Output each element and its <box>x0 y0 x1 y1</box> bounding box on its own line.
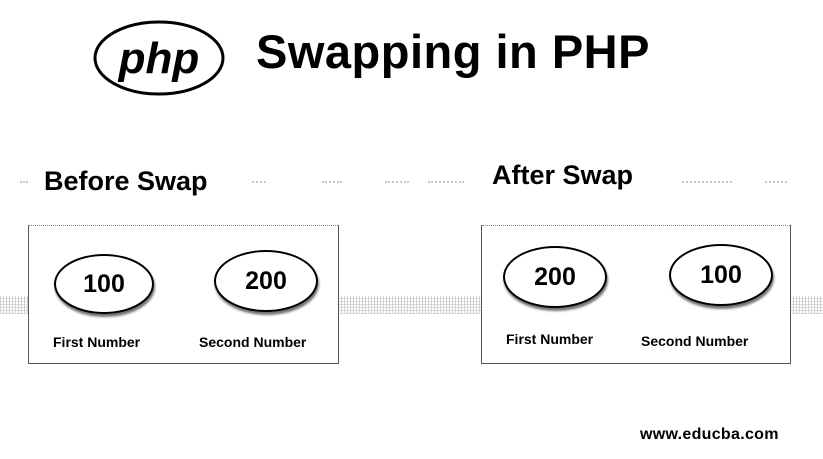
after-first-number-label: First Number <box>506 331 594 347</box>
website-watermark: www.educba.com <box>640 426 779 443</box>
decorative-band <box>0 296 28 314</box>
divider <box>252 181 266 183</box>
php-logo-icon: php <box>92 18 226 98</box>
after-swap-heading: After Swap <box>492 160 634 190</box>
divider <box>20 181 28 183</box>
after-second-number-label: Second Number <box>641 333 749 349</box>
before-first-number-label: First Number <box>53 334 141 350</box>
before-second-number-circle: 200 <box>214 250 318 312</box>
before-swap-heading: Before Swap <box>44 166 208 196</box>
php-logo-text: php <box>118 34 200 83</box>
before-first-number-circle: 100 <box>54 254 154 314</box>
divider <box>682 181 732 183</box>
page-title: Swapping in PHP <box>256 25 650 78</box>
after-first-number-circle: 200 <box>503 246 607 308</box>
box-top-border <box>482 225 790 226</box>
divider <box>322 181 342 183</box>
divider <box>428 181 464 183</box>
box-top-border <box>29 225 338 226</box>
divider <box>765 181 787 183</box>
decorative-band <box>338 296 481 314</box>
decorative-band <box>790 296 823 314</box>
divider <box>385 181 409 183</box>
after-second-number-circle: 100 <box>669 244 773 306</box>
before-second-number-label: Second Number <box>199 334 307 350</box>
